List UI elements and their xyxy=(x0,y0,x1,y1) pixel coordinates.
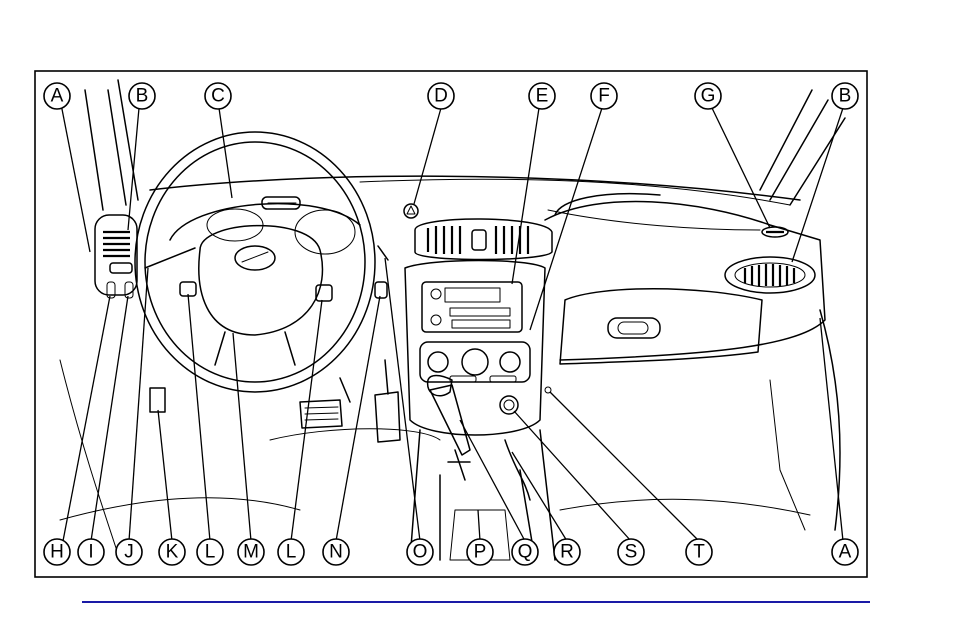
callout-label: D xyxy=(434,86,448,107)
callout-t: T xyxy=(686,539,712,565)
callout-m: M xyxy=(238,539,264,565)
callout-label: N xyxy=(329,542,343,563)
callout-label: L xyxy=(286,542,297,563)
callout-d: D xyxy=(428,83,454,109)
callout-label: S xyxy=(625,542,638,563)
callout-e: E xyxy=(529,83,555,109)
callout-label: Q xyxy=(518,542,533,563)
callout-label: R xyxy=(560,542,574,563)
callout-label: B xyxy=(136,86,149,107)
callout-label: H xyxy=(50,542,64,563)
callout-l-left: L xyxy=(197,539,223,565)
callout-label: L xyxy=(205,542,216,563)
callout-i: I xyxy=(78,539,104,565)
callout-f: F xyxy=(591,83,617,109)
callout-c: C xyxy=(205,83,231,109)
callout-g: G xyxy=(695,83,721,109)
callout-label: A xyxy=(51,86,64,107)
callout-label: K xyxy=(166,542,179,563)
callout-k: K xyxy=(159,539,185,565)
callout-o: O xyxy=(407,539,433,565)
callout-label: J xyxy=(124,542,134,563)
callout-label: M xyxy=(243,542,259,563)
callout-label: A xyxy=(839,542,852,563)
callout-label: G xyxy=(701,86,716,107)
callout-n: N xyxy=(323,539,349,565)
callout-j: J xyxy=(116,539,142,565)
callout-b-top-right: B xyxy=(832,83,858,109)
diagram-frame xyxy=(35,71,867,577)
callout-label: B xyxy=(839,86,852,107)
callout-p: P xyxy=(467,539,493,565)
callout-s: S xyxy=(618,539,644,565)
callout-label: T xyxy=(693,542,705,563)
callout-a-bottom-right: A xyxy=(832,539,858,565)
callout-h: H xyxy=(44,539,70,565)
callout-r: R xyxy=(554,539,580,565)
callout-label: E xyxy=(536,86,549,107)
callout-label: F xyxy=(598,86,610,107)
callout-label: P xyxy=(474,542,487,563)
callout-label: C xyxy=(211,86,225,107)
callout-l-right: L xyxy=(278,539,304,565)
callout-b-top-left: B xyxy=(129,83,155,109)
callout-a-top-left: A xyxy=(44,83,70,109)
callout-q: Q xyxy=(512,539,538,565)
callout-label: I xyxy=(88,542,93,563)
callout-label: O xyxy=(413,542,428,563)
